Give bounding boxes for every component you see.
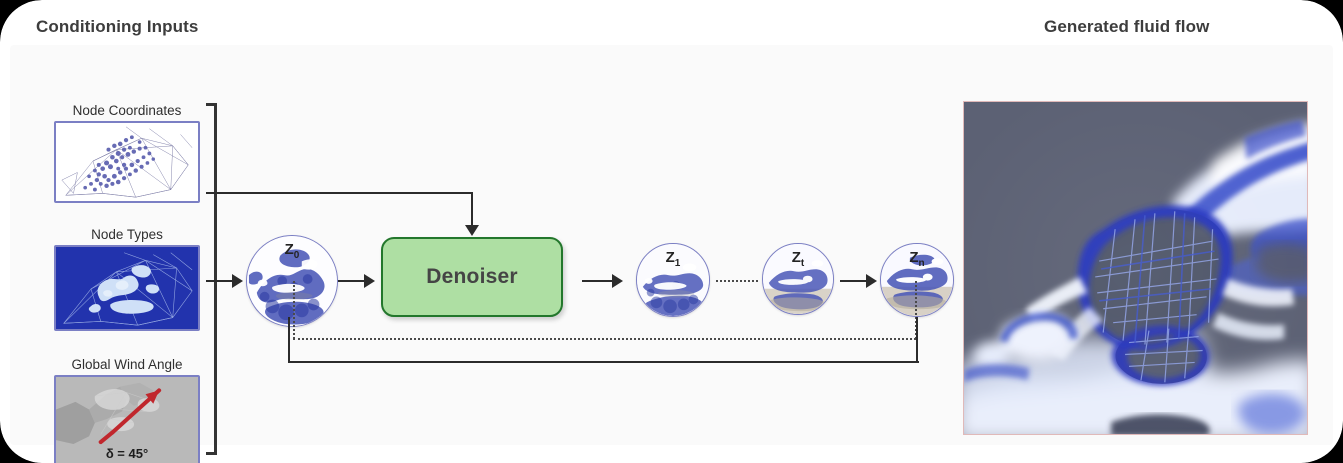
latent-node-z0: Z0 [246,235,338,327]
conditioning-inputs-bracket [206,103,220,455]
arrowhead-z0-to-denoiser [364,274,375,288]
feedback-dotted-right-vertical [915,281,917,339]
node-types-image [54,245,200,331]
global-wind-angle-image: δ = 45° [54,375,200,463]
connector-conditioning-to-denoiser-horizontal [206,192,473,195]
latent-node-label: Zt [791,249,805,269]
connector-conditioning-to-denoiser-vertical [471,192,474,228]
connector-denoiser-to-z1 [582,280,614,283]
latent-node-label: Z1 [665,249,681,269]
latent-node-label: Z0 [284,241,300,261]
latent-node-zt: Zt [762,243,834,315]
node-coordinates-graph-icon [56,123,198,201]
conditioning-input-node-types: Node Types [54,227,200,331]
feedback-dotted-horizontal [293,338,916,340]
conditioning-input-label: Global Wind Angle [71,357,183,372]
denoiser-block[interactable]: Denoiser [381,237,563,317]
bracket-tip-top [206,103,217,106]
feedback-solid-right-vertical [916,317,919,363]
arrowhead-zt-to-zn [866,274,877,288]
connector-conditioning-to-z0 [206,280,234,283]
node-coordinates-image [54,121,200,203]
connector-z1-to-zt-dotted [716,280,758,282]
generated-fluid-flow-image [963,101,1308,435]
feedback-dotted-left-vertical [293,281,295,339]
conditioning-input-global-wind-angle: Global Wind Angle [54,357,200,463]
latent-node-label: Zn [909,249,925,269]
wind-arrow-map-icon [56,377,198,463]
conditioning-input-label: Node Types [91,227,163,242]
connector-zt-to-zn [840,280,868,283]
diagram-panel: Node Coordinates [10,45,1333,463]
feedback-solid-horizontal [288,361,919,364]
arrowhead-into-denoiser [465,225,479,236]
page-title-generated-fluid-flow: Generated fluid flow [1044,17,1210,36]
latent-node-z1: Z1 [636,243,710,317]
feedback-solid-left-vertical [288,317,291,363]
wind-angle-caption: δ = 45° [105,446,149,461]
arrowhead-denoiser-to-z1 [612,274,623,288]
bracket-tip-bottom [206,452,217,455]
latent-node-zn: Zn [880,243,954,317]
conditioning-input-node-coordinates: Node Coordinates [54,103,200,203]
arrowhead-into-z0 [232,274,243,288]
node-types-map-icon [56,247,198,329]
conditioning-input-label: Node Coordinates [72,103,182,118]
page-title-conditioning-inputs: Conditioning Inputs [36,17,199,36]
denoiser-label: Denoiser [426,265,518,288]
connector-z0-to-denoiser [338,280,366,283]
